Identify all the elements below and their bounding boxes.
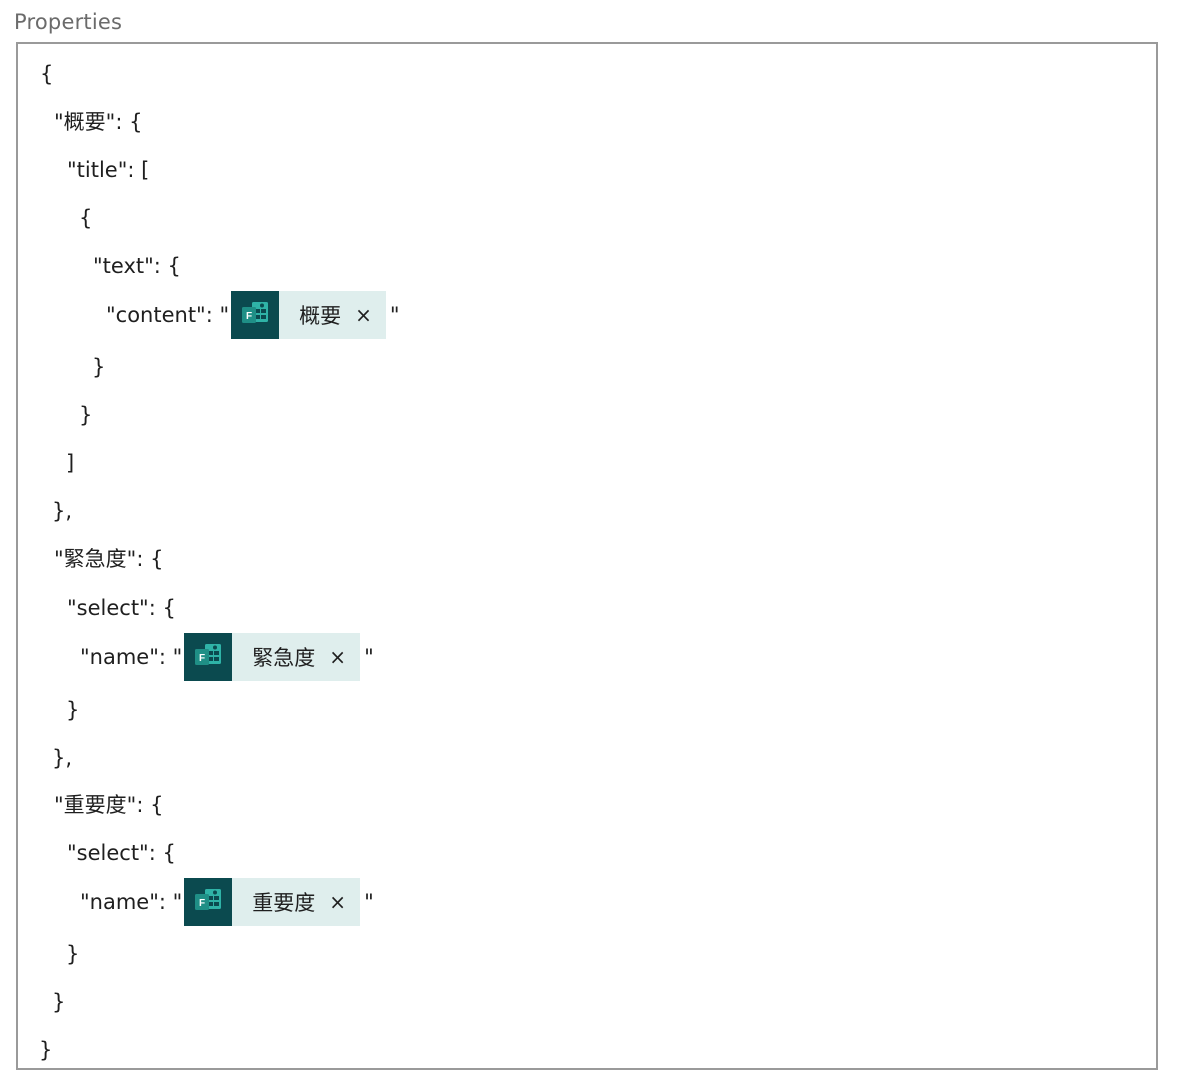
code-line: "select": { [67,829,176,877]
code-line: "text": { [93,242,181,290]
code-text: } [39,1038,53,1062]
code-text: " [364,890,374,914]
code-text: } [66,942,80,966]
code-text: "重要度": { [54,793,164,817]
properties-json-editor[interactable]: { "概要": { "title": [ { "text": { "conten… [16,42,1158,1070]
dynamic-content-token[interactable]: F 重要度 × [184,878,361,926]
token-body: 緊急度 × [232,633,361,681]
code-text: } [66,698,80,722]
code-line: { [79,194,92,242]
close-icon[interactable]: × [329,645,347,669]
token-label: 重要度 [252,891,316,915]
code-line: "content": " F 概要 × " [106,291,400,339]
code-line: }, [52,487,72,535]
dynamic-content-token[interactable]: F 緊急度 × [184,633,361,681]
code-line: "select": { [67,584,176,632]
code-line: "重要度": { [54,781,163,829]
code-text: "緊急度": { [54,547,164,571]
code-text: } [52,990,66,1014]
forms-dynamic-content-icon: F [184,878,233,926]
code-text: "name": " [80,890,183,914]
code-line: "name": " F 緊急度 × " [80,633,374,681]
code-text: "text": { [93,254,181,278]
svg-text:F: F [246,311,252,322]
code-text: " [389,303,400,327]
code-text: " [364,645,374,669]
code-line: } [66,930,79,978]
code-text: "select": { [67,841,176,865]
code-text: } [92,355,106,379]
code-text: { [40,62,54,86]
code-line: "概要": { [54,98,142,146]
code-line: }, [52,734,72,782]
svg-text:F: F [199,898,205,909]
code-line: } [79,391,92,439]
svg-text:F: F [199,653,205,664]
code-line: } [92,343,105,391]
code-text: "select": { [67,596,176,620]
code-line: { [40,50,53,98]
code-text: "title": [ [67,158,150,182]
token-label: 概要 [299,304,342,328]
code-line: } [52,978,65,1026]
token-body: 重要度 × [232,878,361,926]
code-text: { [79,206,93,230]
code-text: }, [52,499,73,523]
code-line: } [66,686,79,734]
token-label: 緊急度 [252,646,316,670]
properties-label: Properties [14,10,123,34]
code-line: "title": [ [67,146,149,194]
dynamic-content-token[interactable]: F 概要 × [231,291,386,339]
code-text: "name": " [80,645,183,669]
code-text: "content": " [106,303,230,327]
close-icon[interactable]: × [329,890,347,914]
code-text: }, [52,746,73,770]
code-text: ] [66,451,75,475]
token-body: 概要 × [279,291,386,339]
code-line: "緊急度": { [54,535,163,583]
code-line: "name": " F 重要度 × " [80,878,374,926]
forms-dynamic-content-icon: F [231,291,280,339]
code-text: "概要": { [54,110,143,134]
code-text: } [79,403,93,427]
code-line: } [39,1026,52,1074]
close-icon[interactable]: × [355,303,372,327]
forms-dynamic-content-icon: F [184,633,233,681]
code-line: ] [66,439,74,487]
